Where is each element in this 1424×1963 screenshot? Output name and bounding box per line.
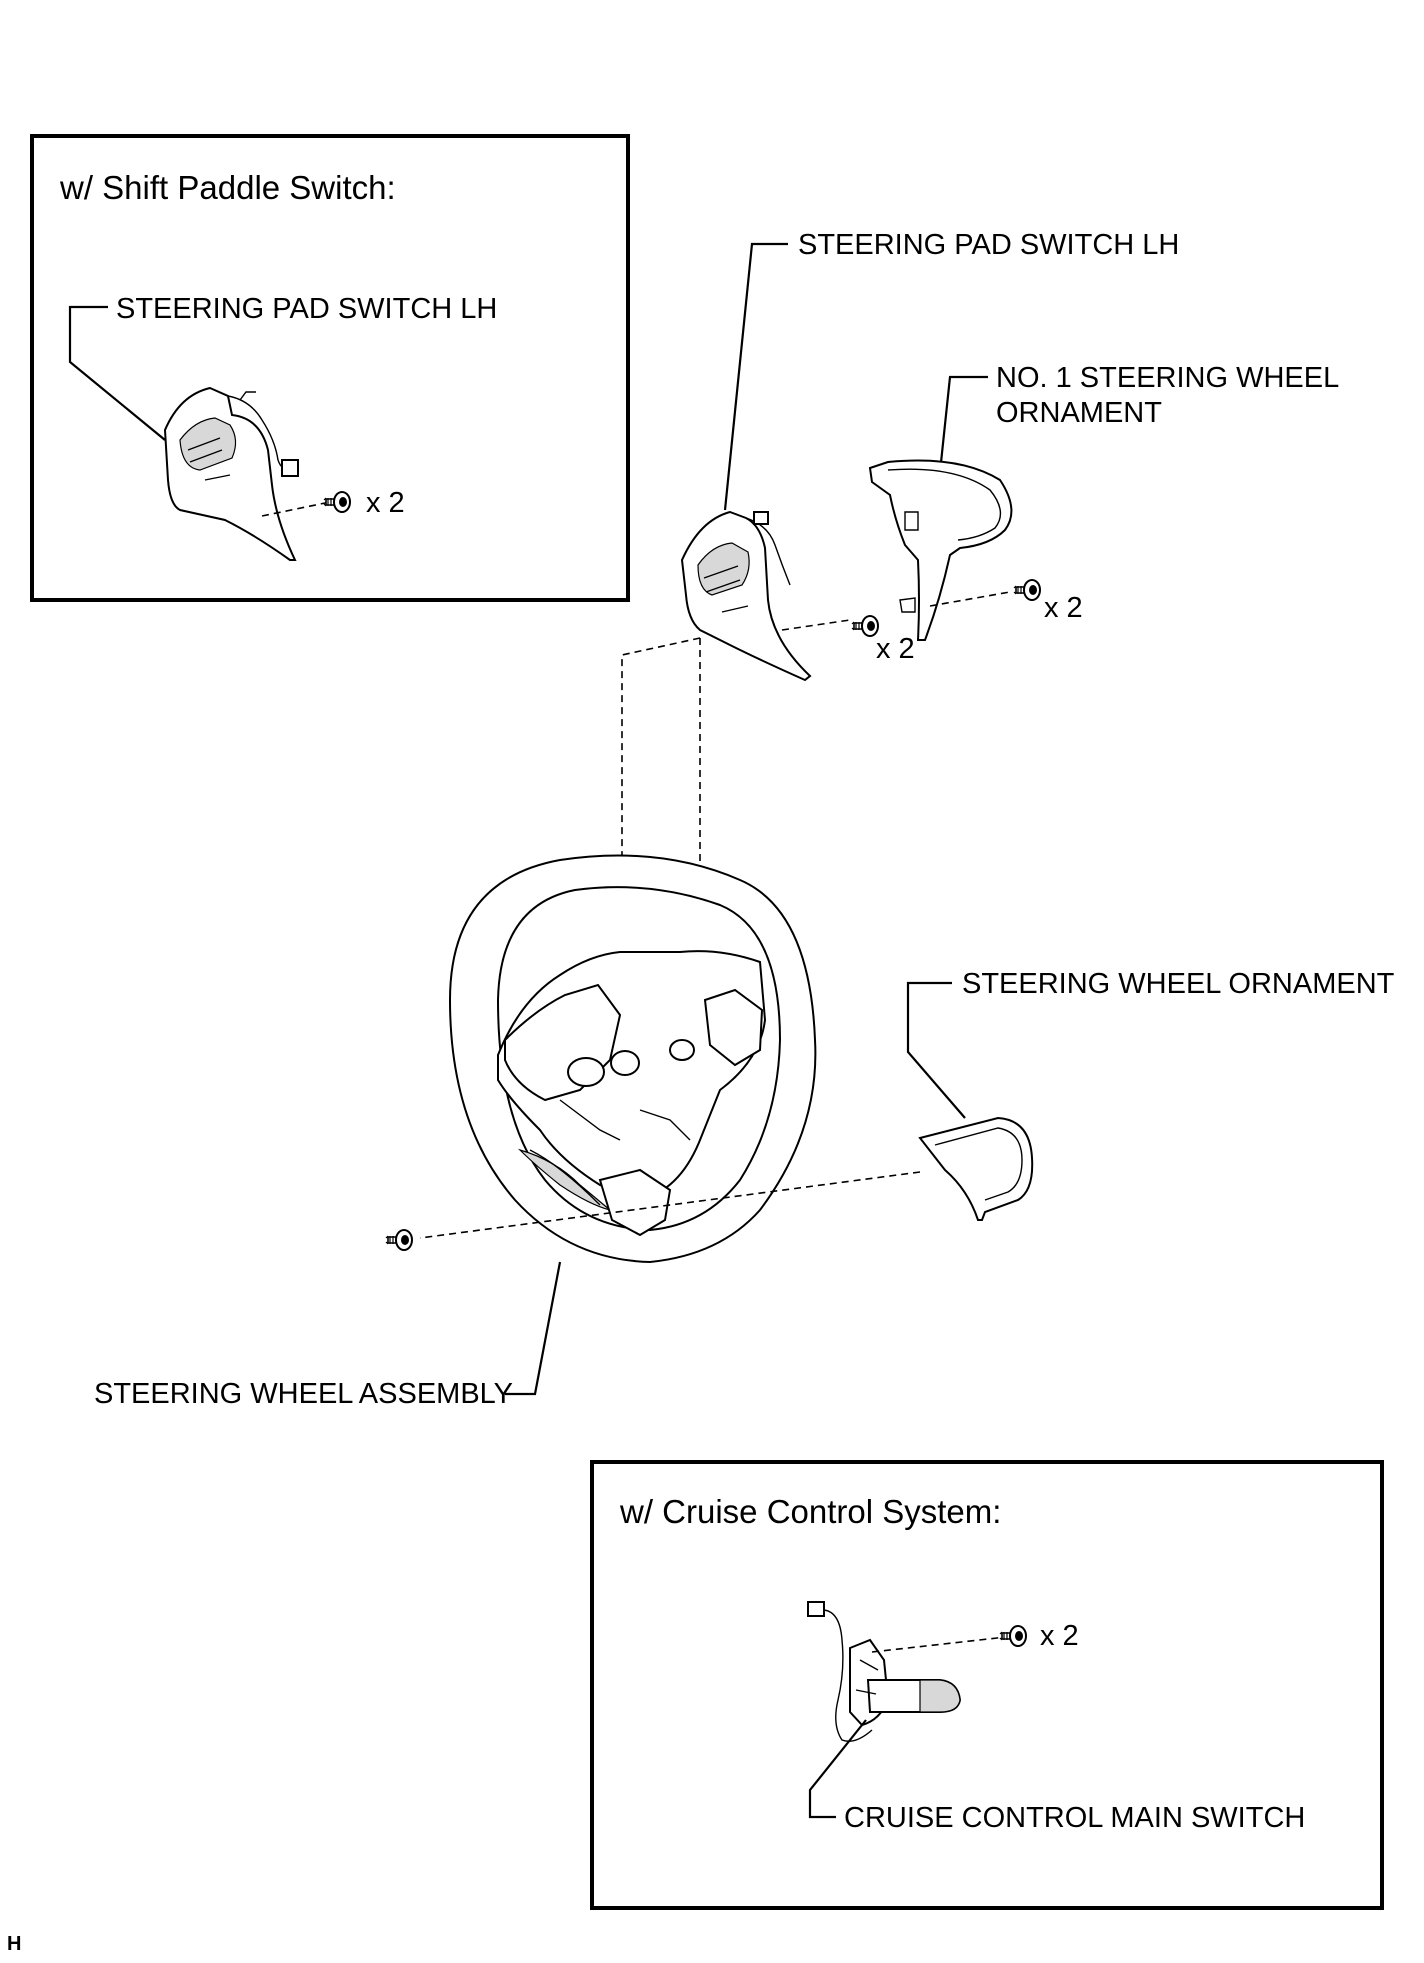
wheel-ornament-dash [419,1171,921,1239]
shift-paddle-caption: w/ Shift Paddle Switch: [59,169,396,206]
pad-screw-dash [781,619,851,631]
cruise-control-frame [590,1460,1384,1910]
wheel-lower-spoke [598,1168,672,1237]
no1-ornament-group: NO. 1 STEERING WHEEL ORNAMENT x 2 [868,362,1339,641]
cruise-screw-dash [871,1636,1007,1653]
connector-icon [281,459,299,477]
cruise-control-box: w/ Cruise Control System: x 2 CRUISE CON… [590,1460,1384,1910]
connector-icon [753,511,769,525]
no1-ornament-leader [938,375,988,473]
cruise-qty: x 2 [1040,1620,1079,1652]
connector-icon [807,1601,825,1617]
wheel-ornament-leader [906,981,966,1119]
no1-ornament-dash [929,591,1011,607]
cruise-switch-part [807,1601,962,1742]
wheel-assembly-label: STEERING WHEEL ASSEMBLY [94,1378,513,1410]
wheel-right-spoke [703,988,764,1067]
corner-mark: H [7,1933,21,1955]
box-pad-switch-label: STEERING PAD SWITCH LH [116,293,497,325]
screw-icon [385,1229,413,1251]
steering-wheel-part [448,854,817,1264]
wheel-assembly-leader [505,1261,562,1396]
no1-ornament-part [868,459,1013,641]
box-pad-switch-part [163,386,299,561]
pad-switch-label: STEERING PAD SWITCH LH [798,229,1179,261]
wheel-ornament-group: STEERING WHEEL ORNAMENT [906,968,1395,1221]
no1-ornament-label-1: NO. 1 STEERING WHEEL [996,362,1339,394]
screw-icon [1013,579,1041,601]
pad-switch-leader [723,242,788,511]
wheel-ornament-part [918,1116,1034,1221]
screw-icon [323,491,351,513]
ornament-qty: x 2 [1044,592,1083,624]
pad-switch-part [680,510,812,682]
screw-icon [999,1625,1027,1647]
cruise-switch-label: CRUISE CONTROL MAIN SWITCH [844,1802,1305,1834]
box-pad-switch-leader [68,305,166,441]
box-qty: x 2 [366,487,405,519]
shift-paddle-box: w/ Shift Paddle Switch: STEERING PAD SWI… [30,134,630,602]
screw-icon [851,615,879,637]
pad-switch-group: STEERING PAD SWITCH LH [680,229,1179,682]
cruise-switch-leader [808,1719,867,1819]
pad-qty: x 2 [876,633,915,665]
wheel-boss [567,1057,605,1087]
cruise-control-caption: w/ Cruise Control System: [619,1493,1001,1530]
no1-ornament-label-2: ORNAMENT [996,397,1162,429]
wheel-ornament-label: STEERING WHEEL ORNAMENT [962,968,1395,1000]
shift-paddle-frame [30,134,630,602]
